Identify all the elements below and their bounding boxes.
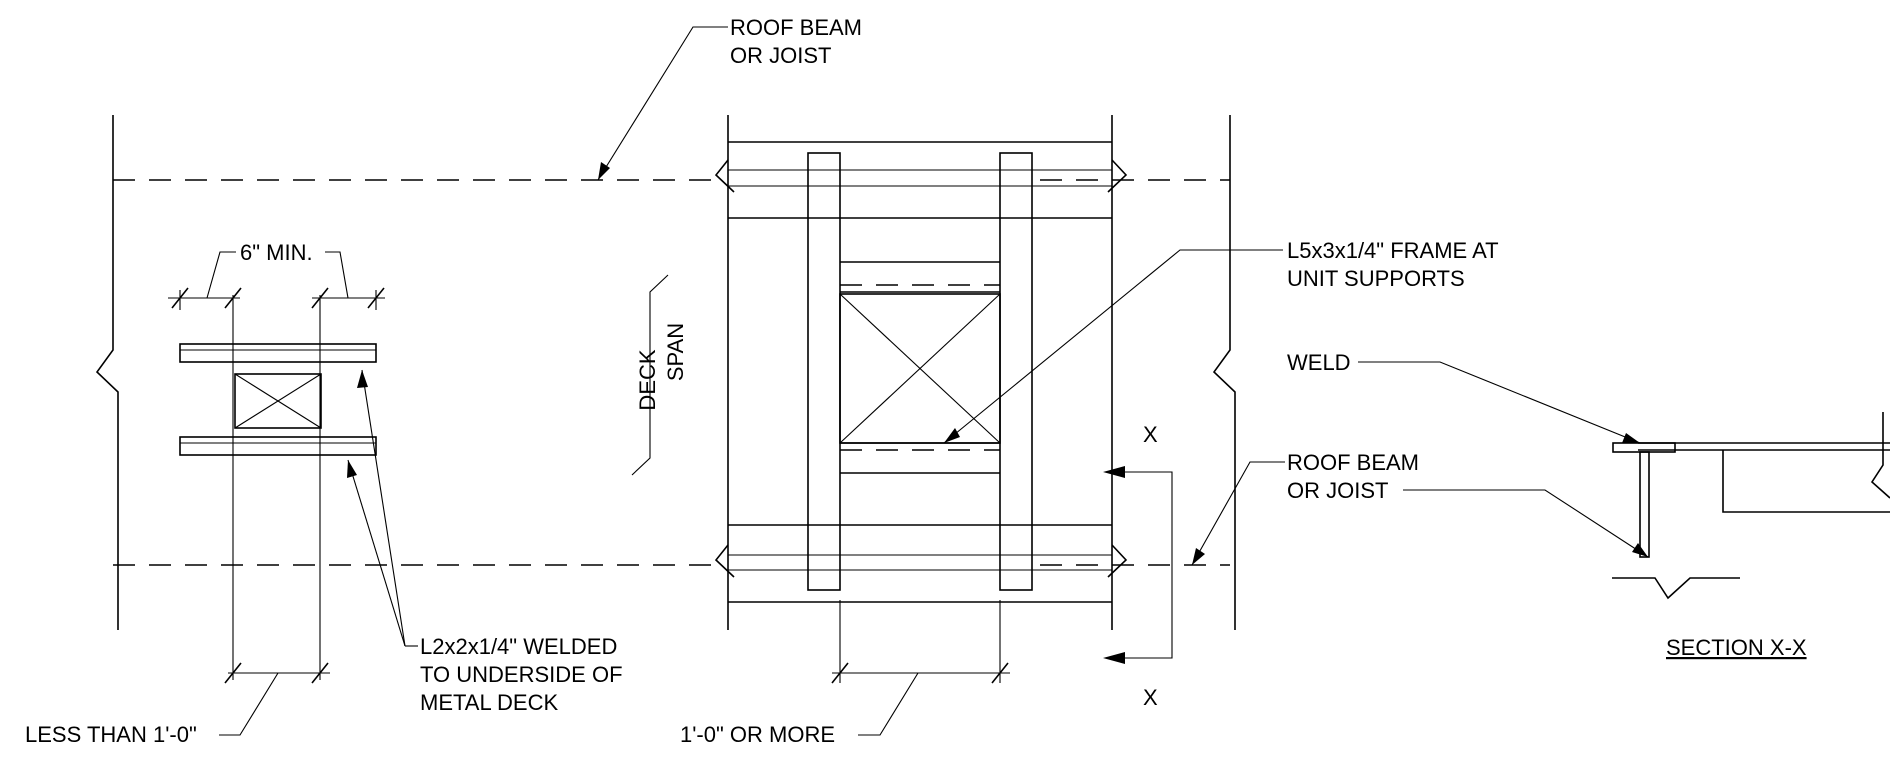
angle-label-line-3: METAL DECK	[420, 690, 558, 715]
frame-horizontal-bottom	[840, 442, 1000, 474]
roof-beam-right-label-1: ROOF BEAM	[1287, 450, 1419, 475]
left-edge-break-line	[95, 115, 119, 630]
leader-angle-top	[361, 369, 406, 647]
leader-roof-beam-top	[597, 26, 728, 181]
frame-label-2: UNIT SUPPORTS	[1287, 266, 1465, 291]
less-than-label: LESS THAN 1'-0"	[25, 722, 197, 747]
leader-roof-beam-section	[1403, 489, 1649, 558]
leader-6min-right	[325, 251, 349, 299]
tick-mark	[991, 662, 1009, 684]
section-title: SECTION X-X	[1666, 635, 1807, 660]
section-joist-web	[1639, 451, 1650, 558]
beam-bottom-break-right	[1107, 544, 1128, 578]
section-cut-line	[1105, 471, 1173, 659]
arrowhead	[1632, 543, 1648, 557]
tick-mark	[224, 662, 242, 684]
leader-6min-left	[206, 251, 236, 299]
section-x-x-detail: SECTION X-X	[1612, 412, 1890, 660]
section-frame-angle	[1722, 450, 1890, 513]
section-metal-deck	[1638, 442, 1890, 451]
arrowhead	[1192, 548, 1205, 565]
section-mark-bottom: X	[1143, 685, 1158, 710]
angle-label-line-2: TO UNDERSIDE OF	[420, 662, 623, 687]
roof-beam-top-label-2: OR JOIST	[730, 43, 831, 68]
arrowhead	[347, 460, 357, 478]
beam-top-web	[728, 169, 1112, 187]
tick-mark	[311, 662, 329, 684]
six-min-label: 6" MIN.	[240, 240, 313, 265]
unit-box-diagonal-2	[234, 373, 322, 429]
weld-label: WELD	[1287, 350, 1351, 375]
beam-bottom-web	[728, 554, 1112, 571]
leader-weld	[1358, 361, 1641, 444]
left-detail: 6" MIN. LESS THAN 1'-0"	[25, 115, 720, 747]
arrowhead	[1622, 433, 1640, 443]
leader-angle-bottom	[347, 459, 406, 647]
arrowhead	[357, 370, 368, 388]
beam-bottom-break-left	[714, 544, 735, 578]
beam-bottom-flanges	[728, 524, 1112, 603]
deck-span-line	[631, 274, 669, 476]
section-break-right	[1870, 412, 1890, 499]
angle-member-top	[179, 343, 377, 363]
unit-box-small	[234, 373, 322, 429]
deck-span-label-2: SPAN	[663, 323, 688, 381]
tick-mark	[831, 662, 849, 684]
leader-frame	[943, 249, 1283, 444]
beam-top-break-right	[1107, 159, 1128, 193]
right-edge-break-line	[1212, 115, 1236, 630]
frame-label-1: L5x3x1/4" FRAME AT	[1287, 238, 1499, 263]
roof-beam-right-label-2: OR JOIST	[1287, 478, 1388, 503]
tick-mark	[224, 287, 242, 309]
tick-mark	[171, 287, 189, 309]
beam-top-flanges	[728, 141, 1112, 219]
arrowhead	[1103, 466, 1125, 478]
tick-mark	[311, 287, 329, 309]
angle-label-line-1: L2x2x1/4" WELDED	[420, 634, 617, 659]
tick-mark	[367, 287, 385, 309]
deck-span-indicator: DECK SPAN	[631, 274, 688, 476]
unit-box-large	[839, 293, 1001, 444]
or-more-label: 1'-0" OR MORE	[680, 722, 835, 747]
section-mark-top: X	[1143, 422, 1158, 447]
arrowhead	[944, 428, 960, 443]
arrowhead	[1103, 652, 1125, 664]
section-joist-break	[1612, 577, 1740, 600]
arrowhead	[598, 162, 610, 180]
beam-top-break-left	[714, 159, 735, 193]
frame-horizontal-top	[840, 261, 1000, 293]
unit-box-diagonal-2	[839, 293, 1001, 444]
roof-beam-top-label-1: ROOF BEAM	[730, 15, 862, 40]
leader-less-than	[219, 672, 279, 736]
center-detail: 1'-0" OR MORE	[680, 115, 1230, 747]
leader-or-more	[858, 672, 919, 736]
deck-span-label-1: DECK	[635, 349, 660, 410]
leader-roof-beam-right	[1191, 461, 1285, 566]
section-cut-x: X X	[1103, 422, 1173, 710]
angle-member-bottom	[179, 436, 377, 456]
